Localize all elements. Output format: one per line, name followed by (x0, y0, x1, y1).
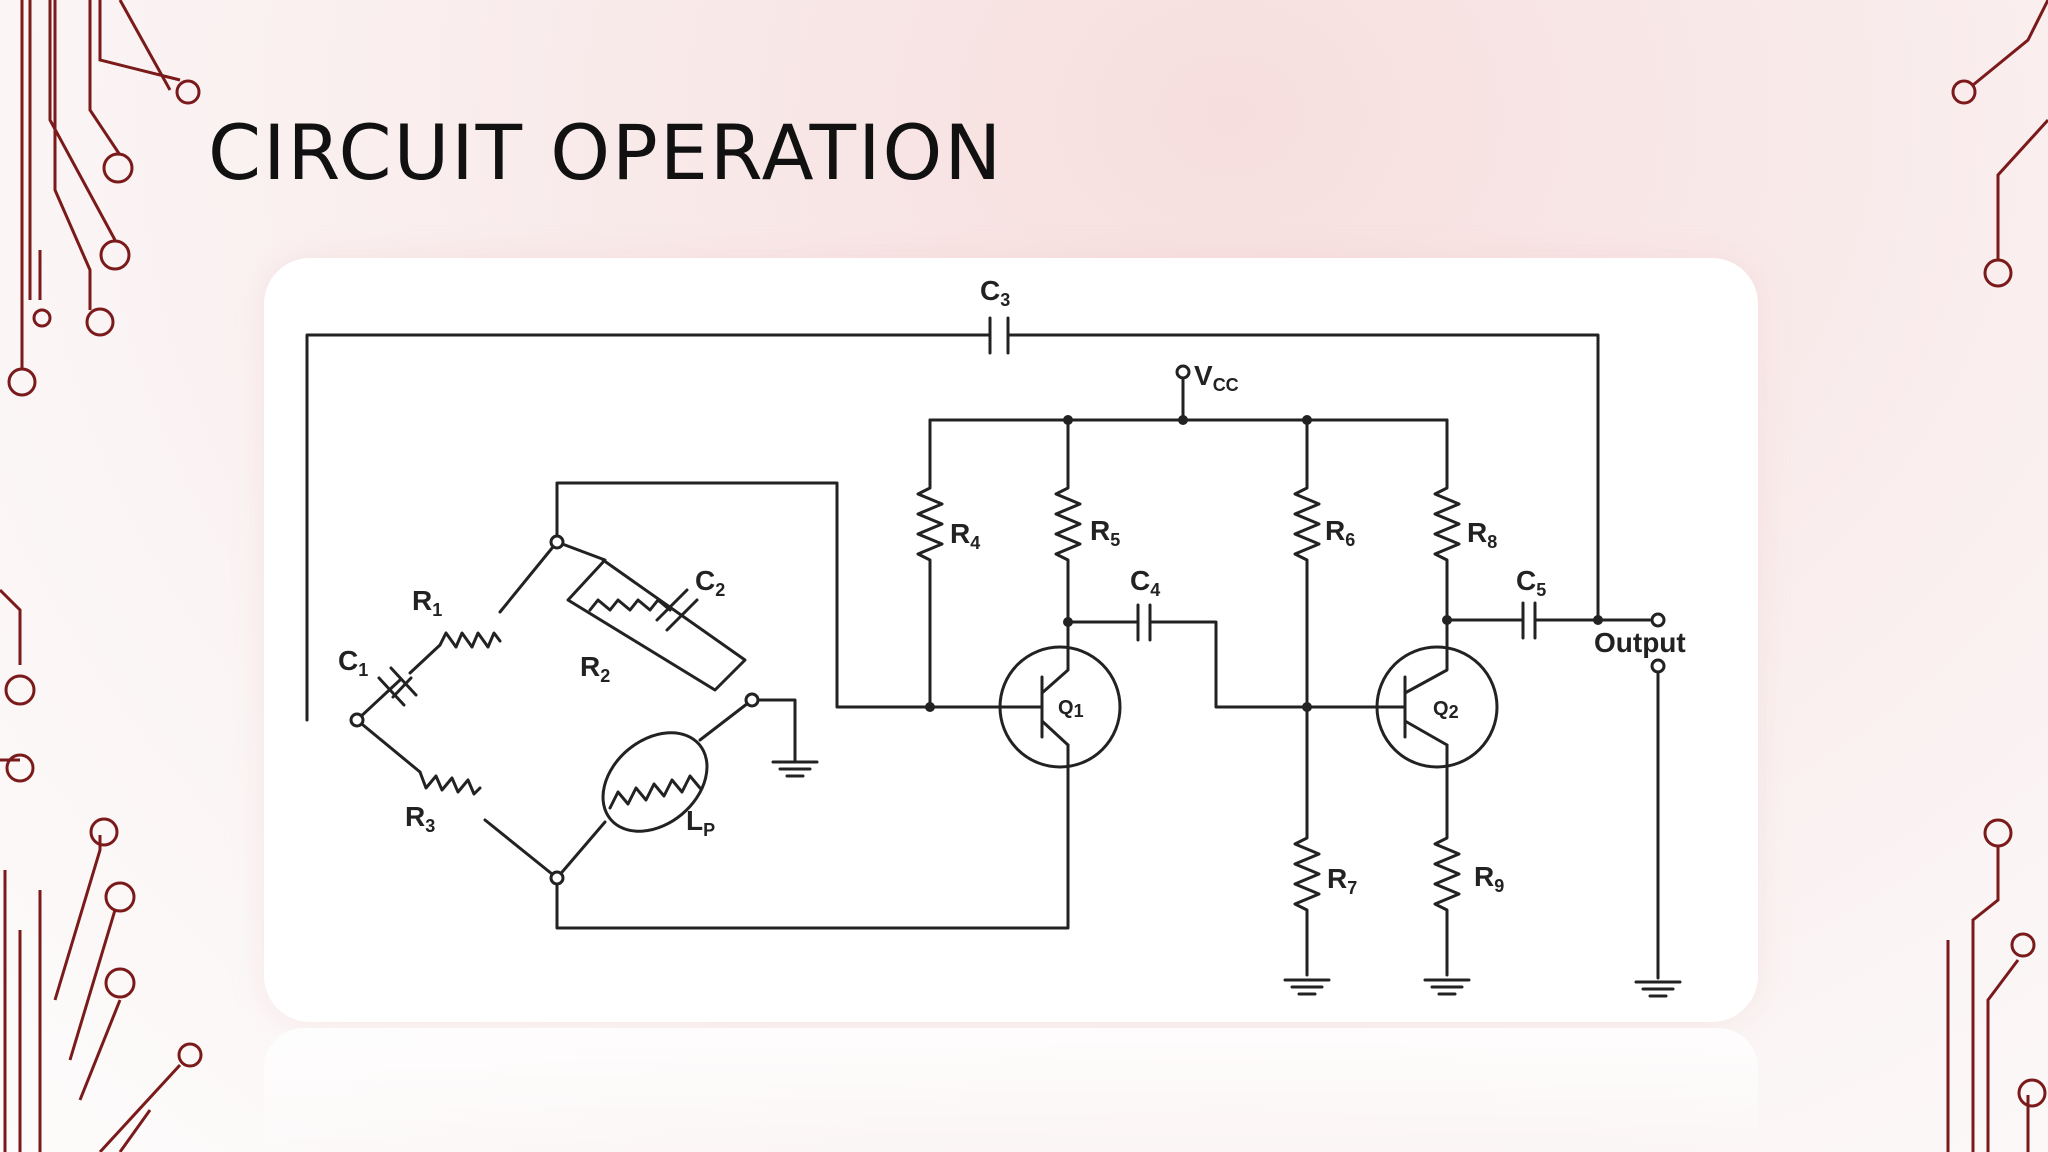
label-c3: C3 (980, 275, 1010, 310)
label-q2: Q2 (1433, 698, 1459, 722)
label-r8: R8 (1467, 517, 1497, 552)
label-c1: C1 (338, 645, 368, 680)
label-r9: R9 (1474, 861, 1504, 896)
diagram-reflection (264, 1028, 1758, 1152)
label-r4: R4 (950, 518, 980, 553)
circuit-trace-decoration-left (0, 0, 203, 1152)
label-c5: C5 (1516, 565, 1546, 600)
label-lp: LP (686, 805, 715, 840)
label-q1: Q1 (1058, 697, 1084, 721)
label-r5: R5 (1090, 515, 1120, 550)
label-output: Output (1594, 627, 1686, 658)
label-r3: R3 (405, 801, 435, 836)
label-c4: C4 (1130, 565, 1160, 600)
label-vcc: VCC (1194, 360, 1239, 395)
label-r6: R6 (1325, 515, 1355, 550)
slide-title: CIRCUIT OPERATION (208, 108, 1004, 197)
label-r2: R2 (580, 651, 610, 686)
diagram-card (264, 258, 1758, 1022)
label-c2: C2 (695, 565, 725, 600)
label-r1: R1 (412, 585, 442, 620)
label-r7: R7 (1327, 863, 1357, 898)
circuit-trace-decoration-right (1946, 0, 2048, 1152)
